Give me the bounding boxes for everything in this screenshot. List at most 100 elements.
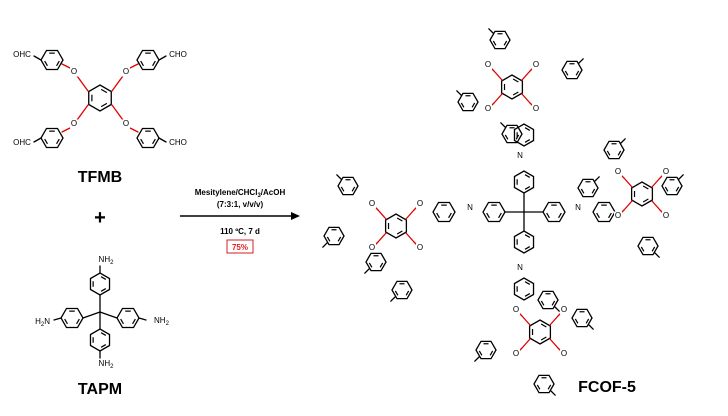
ether-bond [61, 127, 71, 133]
ether-bond [79, 79, 89, 92]
phenyl-ring [513, 230, 535, 254]
phenyl-ring [542, 201, 566, 223]
bond [33, 55, 42, 61]
oxygen-atom: O [615, 167, 621, 176]
linker-ring [513, 277, 535, 301]
branch-up-node-ring [500, 74, 524, 100]
tapm-label: TAPM [78, 381, 122, 398]
terminal-aryl-ring [661, 176, 683, 196]
oxygen-atom: O [485, 60, 491, 69]
amine-group: H2N [35, 317, 50, 327]
oxygen-atom: O [663, 167, 669, 176]
terminal-aryl-ring [537, 290, 559, 310]
polymer-continuation-bond [654, 252, 660, 258]
ether-bond [377, 232, 387, 243]
aryl-ring [136, 127, 160, 149]
oxygen-atom: O [71, 119, 77, 128]
ether-bond [111, 79, 121, 92]
plus-sign: + [94, 207, 106, 229]
ether-bond [651, 177, 661, 188]
branch-right-node-ring [630, 181, 654, 207]
amine-group: NH2 [99, 359, 115, 369]
bond [82, 311, 101, 319]
terminal-aryl-ring [501, 124, 523, 144]
aldehyde-group: OHC [13, 50, 31, 59]
branch-down-node-ring [528, 319, 552, 345]
bond [33, 137, 42, 143]
oxygen-atom: O [71, 67, 77, 76]
ether-bond [521, 338, 531, 349]
polymer-continuation-bond [456, 90, 462, 96]
terminal-aryl-ring [561, 60, 583, 80]
imine-nitrogen: N [575, 203, 581, 212]
ether-bond [623, 177, 633, 188]
ether-bond [521, 315, 531, 326]
conditions-temperature: 110 ºC, 7 d [220, 227, 260, 236]
bond [99, 311, 118, 319]
oxygen-atom: O [533, 104, 539, 113]
polymer-continuation-bond [390, 296, 396, 302]
ether-bond [549, 338, 559, 349]
imine-nitrogen: N [517, 263, 523, 272]
oxygen-atom: O [123, 119, 129, 128]
terminal-aryl-ring [365, 252, 387, 272]
oxygen-atom: O [561, 349, 567, 358]
reaction-arrow-head [291, 212, 300, 220]
bond [138, 317, 147, 321]
polymer-continuation-bond [488, 28, 494, 34]
bond [158, 55, 167, 61]
oxygen-atom: O [663, 211, 669, 220]
polymer-continuation-bond [620, 138, 626, 144]
tfmb-core-ring [88, 84, 112, 112]
tapm-ring-right [116, 307, 140, 329]
ether-bond [493, 70, 503, 81]
oxygen-atom: O [485, 104, 491, 113]
ether-bond [405, 232, 415, 243]
aryl-ring [40, 127, 64, 149]
ether-bond [79, 104, 89, 117]
oxygen-atom: O [513, 349, 519, 358]
fcof5-label: FCOF-5 [578, 379, 636, 396]
oxygen-atom: O [369, 199, 375, 208]
polymer-continuation-bond [500, 122, 506, 128]
ether-bond [493, 93, 503, 104]
ether-bond [651, 200, 661, 211]
terminal-aryl-ring [533, 374, 555, 394]
ether-bond [405, 209, 415, 220]
oxygen-atom: O [123, 67, 129, 76]
polymer-continuation-bond [336, 174, 342, 180]
terminal-aryl-ring [323, 226, 345, 246]
ether-bond [129, 127, 139, 133]
phenyl-ring [513, 170, 535, 194]
oxygen-atom: O [533, 60, 539, 69]
oxygen-atom: O [615, 211, 621, 220]
conditions-solvent: Mesitylene/CHCl3/AcOH [195, 188, 286, 199]
bond [53, 317, 62, 321]
oxygen-atom: O [417, 243, 423, 252]
terminal-aryl-ring [571, 308, 593, 328]
polymer-continuation-bond [554, 306, 560, 312]
aldehyde-group: CHO [169, 138, 187, 147]
aryl-ring [40, 49, 64, 71]
polymer-continuation-bond [322, 242, 328, 248]
tapm-ring-left [60, 307, 84, 329]
polymer-continuation-bond [550, 390, 556, 396]
branch-left-node-ring [384, 213, 408, 239]
linker-ring [592, 201, 616, 223]
conditions-ratio: (7:3:1, v/v/v) [217, 200, 264, 209]
aldehyde-group: CHO [169, 50, 187, 59]
oxygen-atom: O [513, 305, 519, 314]
ether-bond [549, 315, 559, 326]
ether-bond [377, 209, 387, 220]
terminal-aryl-ring [475, 340, 497, 360]
oxygen-atom: O [369, 243, 375, 252]
terminal-aryl-ring [457, 92, 479, 112]
amine-group: NH2 [99, 255, 115, 265]
polymer-continuation-bond [588, 324, 594, 330]
polymer-continuation-bond [678, 174, 684, 180]
tapm-ring-bottom [89, 328, 111, 352]
polymer-continuation-bond [474, 356, 480, 362]
linker-ring [513, 123, 535, 147]
polymer-continuation-bond [364, 268, 370, 274]
ether-bond [521, 93, 531, 104]
